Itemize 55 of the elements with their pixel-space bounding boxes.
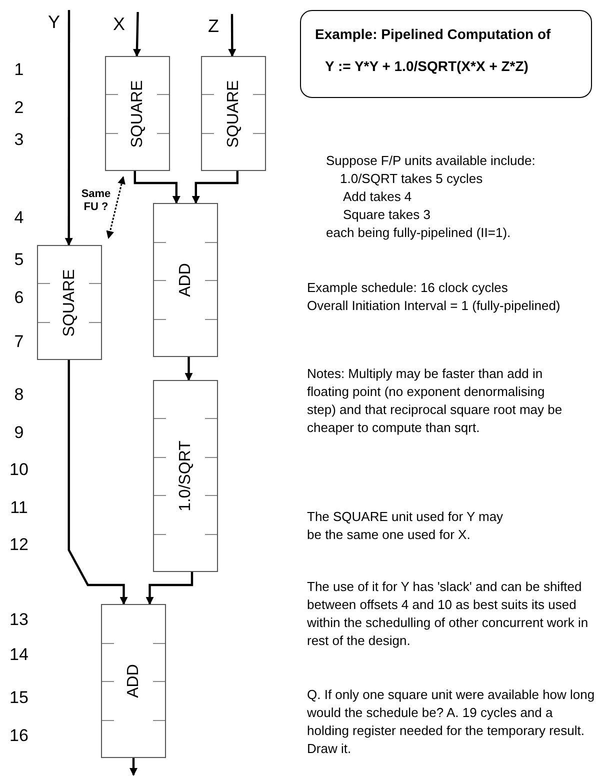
input-variable-label: X (113, 14, 126, 34)
note-text: each being fully-pipelined (II=1). (326, 224, 511, 242)
note-text: Add takes 4 (343, 188, 412, 206)
note-text: Suppose F/P units available include: (326, 152, 536, 170)
cycle-number: 11 (9, 498, 29, 518)
cycle-number: 7 (13, 332, 25, 352)
cycle-number: 9 (13, 423, 25, 443)
unit-label: 1.0/SQRT (178, 440, 194, 512)
arrow (133, 12, 141, 57)
pipeline-unit-box (101, 604, 166, 758)
note-text: The use of it for Y has 'slack' and can be shifted between offsets 4 and 10 as best suits its used within the schedulling of other concurrent work in rest of the design. (307, 578, 590, 650)
unit-label: ADD (126, 664, 142, 698)
pipeline-unit-box (105, 56, 170, 171)
arrow (68, 360, 128, 605)
cycle-number: 4 (13, 208, 25, 228)
note-text: Example schedule: 16 clock cycles (307, 279, 508, 297)
note-text: Notes: Multiply may be faster than add in floating point (no exponent denormalising step) and that reciprocal square root may be cheaper to compute than sqrt. (307, 365, 564, 437)
unit-label: SQUARE (130, 80, 146, 148)
cycle-number: 5 (13, 250, 25, 270)
formula-text: Y := Y*Y + 1.0/SQRT(X*X + Z*Z) (325, 57, 528, 75)
arrow (134, 171, 180, 204)
cycle-number: 12 (8, 535, 30, 555)
cycle-number: 15 (8, 688, 30, 708)
unit-label: SQUARE (62, 268, 78, 336)
cycle-number: 3 (13, 130, 25, 150)
pipeline-unit-box (201, 56, 266, 171)
pipeline-unit-box (37, 245, 102, 360)
note-text: Overall Initiation Interval = 1 (fully-pipelined) (307, 297, 560, 315)
note-text: 1.0/SQRT takes 5 cycles (340, 170, 483, 188)
arrow (64, 10, 73, 246)
cycle-number: 10 (8, 460, 30, 480)
input-variable-label: Y (48, 12, 60, 32)
cycle-number: 8 (13, 385, 25, 405)
input-variable-label: Z (208, 16, 219, 36)
note-text: Q. If only one square unit were available how long would the schedule be? A. 19 cycles and a holding register needed for the temporary result. Draw it. (307, 686, 596, 758)
arrow (146, 572, 194, 605)
title-panel (300, 10, 592, 98)
cycle-number: 16 (8, 726, 30, 746)
title-text: Example: Pipelined Computation of (315, 25, 551, 43)
dotted-arrow (106, 176, 126, 239)
arrow (228, 14, 236, 57)
pipeline-unit-box (153, 203, 218, 357)
arrow (184, 357, 193, 381)
note-text: The SQUARE unit used for Y may be the same one used for X. (307, 508, 504, 544)
unit-label: ADD (178, 263, 194, 297)
unit-label: SQUARE (226, 80, 242, 148)
cycle-number: 2 (13, 98, 25, 118)
cycle-number: 1 (13, 60, 25, 80)
cycle-number: 14 (8, 645, 30, 665)
note-text: Square takes 3 (343, 206, 430, 224)
arrow (192, 171, 238, 204)
cycle-number: 13 (8, 610, 30, 630)
cycle-number: 6 (13, 288, 25, 308)
arrow (130, 758, 138, 776)
pipeline-unit-box (153, 380, 218, 572)
